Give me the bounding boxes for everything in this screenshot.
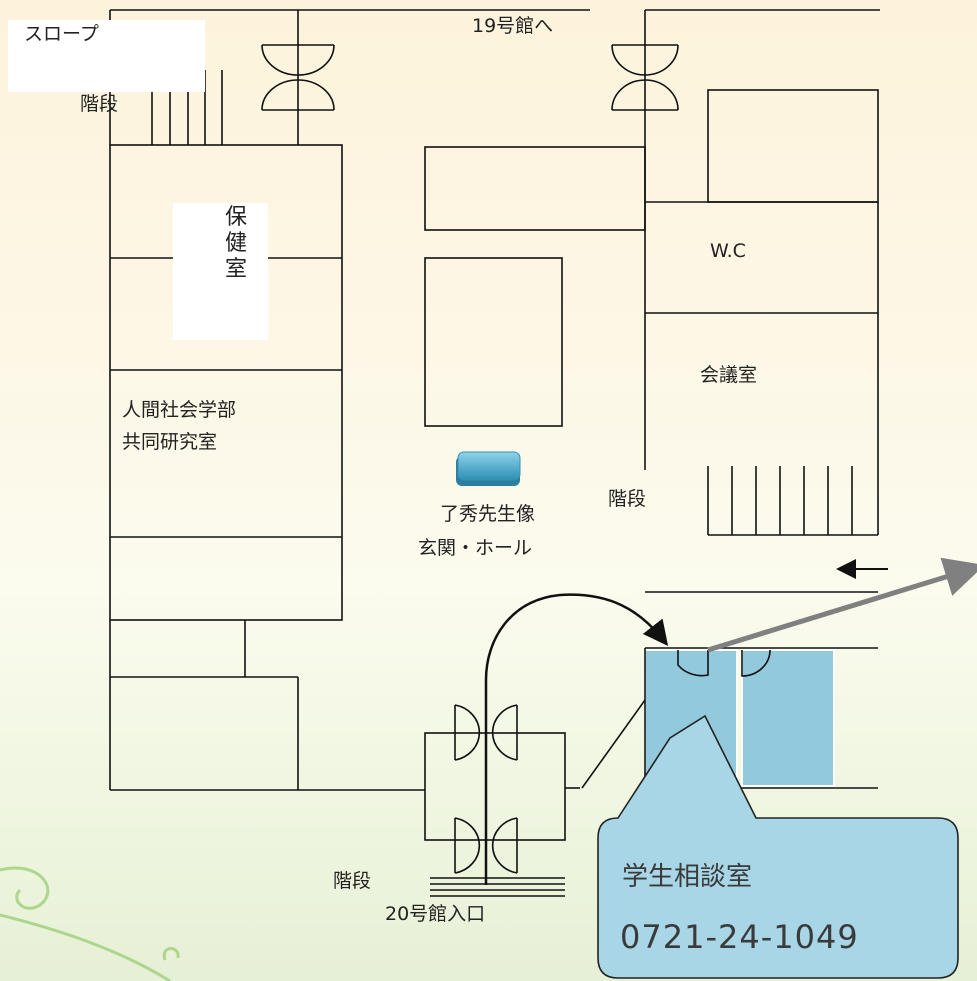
callout-bubble [597,714,959,979]
center-block [424,257,563,427]
health-room-label: 保健室 [224,205,247,282]
decorative-swirl [0,866,180,981]
door-top-left [261,44,335,111]
statue-label: 了秀先生像 [440,503,536,525]
counseling-room-highlight-2 [741,649,835,787]
slope-label-bg [8,20,205,92]
faculty-room-label-line2: 共同研究室 [122,431,218,453]
stairs-right-label: 階段 [608,488,647,510]
wc-label: W.C [710,240,746,262]
slope-label: スロープ [24,23,99,45]
stairs-top-left-label: 階段 [80,93,119,115]
health-room-label-bg [173,203,268,340]
right-top-room [707,89,879,203]
stairs-bottom-label: 階段 [333,870,372,892]
entrance-20-structure [424,704,566,897]
meeting-room-label: 会議室 [700,364,758,386]
center-block-top [424,146,646,231]
left-building [109,144,343,621]
counseling-room-phone: 0721-24-1049 [620,918,859,956]
door-top-right [611,44,679,111]
statue-icon [456,451,521,486]
stairs-right [707,466,853,535]
entrance-20-label: 20号館入口 [385,903,486,925]
entrance-hall-label: 玄関・ホール [418,537,533,559]
faculty-room-label-line1: 人間社会学部 [122,399,237,421]
pointer-arrow [707,557,977,653]
counseling-room-title: 学生相談室 [622,862,753,892]
route-arrow [484,593,669,885]
to-building-19-label: 19号館へ [472,15,554,37]
